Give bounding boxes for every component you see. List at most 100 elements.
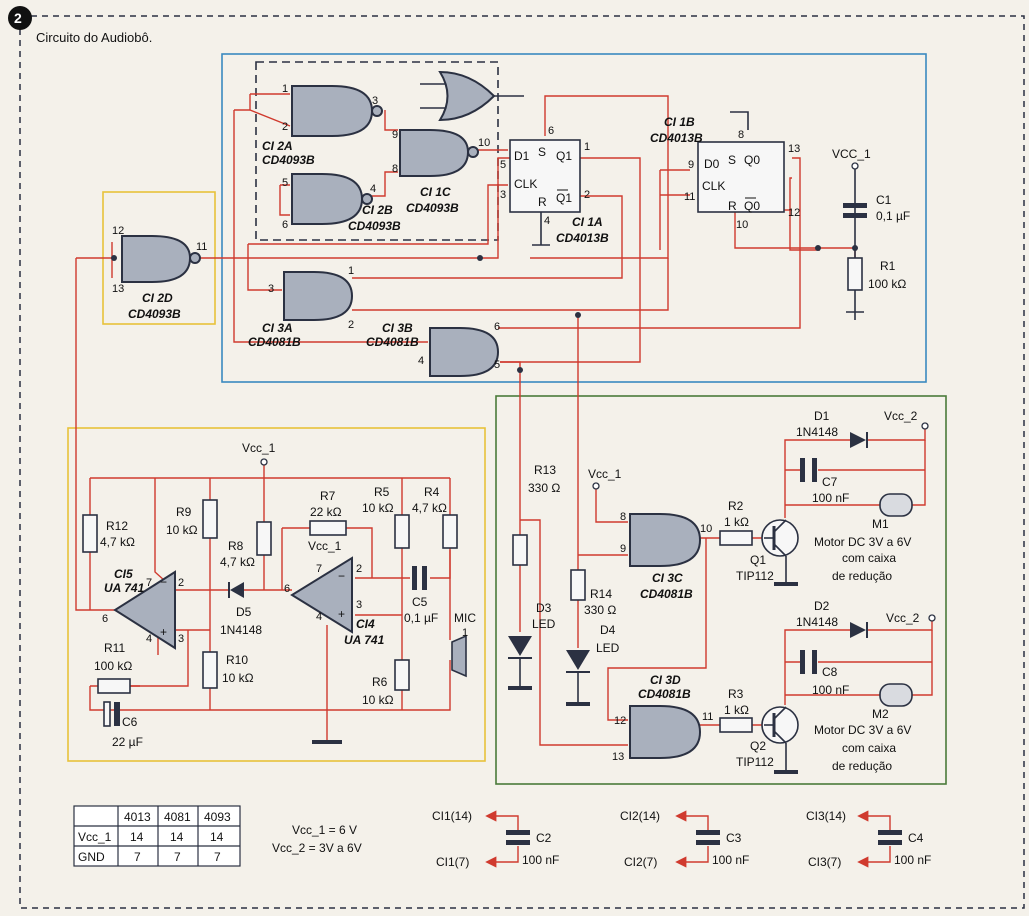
r2-name: R2 — [728, 499, 744, 513]
table-row-gnd: GND — [78, 850, 105, 864]
ci3a-name: CI 3A — [262, 321, 293, 335]
c3-bottom: CI2(7) — [624, 855, 657, 869]
r14-name: R14 — [590, 587, 612, 601]
d3-led — [508, 636, 532, 656]
m1-desc-2: com caixa — [842, 551, 896, 565]
ci2b-pin-4: 4 — [370, 183, 376, 195]
table-row-vcc: Vcc_1 — [78, 830, 112, 844]
vcc1-drv-terminal — [592, 482, 600, 490]
vcc1-drv-label: Vcc_1 — [588, 467, 622, 481]
table-header-4093: 4093 — [204, 810, 231, 824]
ci3b-part: CD4081B — [366, 335, 419, 349]
ci3d-name: CI 3D — [650, 673, 681, 687]
svg-text:−: − — [338, 569, 345, 583]
m2-desc-1: Motor DC 3V a 6V — [814, 723, 911, 737]
gate-ci3c: 8 9 10 CI 3C CD4081B — [620, 511, 712, 601]
r10-name: R10 — [226, 653, 248, 667]
r5-resistor — [394, 514, 410, 549]
ci1c-pin-9: 9 — [392, 129, 398, 141]
ci1b-pin-10: 10 — [736, 219, 748, 231]
ci1b-part: CD4013B — [650, 131, 703, 145]
r6-name: R6 — [372, 675, 388, 689]
r7-name: R7 — [320, 489, 336, 503]
c2-name: C2 — [536, 831, 552, 845]
ci1a-d: D1 — [514, 149, 530, 163]
ci2b-pin-6: 6 — [282, 219, 288, 231]
r10-resistor — [202, 651, 218, 689]
c5-name: C5 — [412, 595, 428, 609]
r4-resistor — [442, 514, 458, 549]
r13-name: R13 — [534, 463, 556, 477]
ci3b-pin-5: 5 — [494, 359, 500, 371]
ci3a-pin-2: 2 — [348, 319, 354, 331]
gate-ci3b: 6 5 4 CI 3B CD4081B — [366, 321, 500, 377]
nand-group-frame — [255, 61, 499, 241]
r3-name: R3 — [728, 687, 744, 701]
d3-type: LED — [532, 617, 556, 631]
r1-value: 100 kΩ — [868, 277, 906, 291]
c5-plate-a — [412, 566, 417, 590]
r11-name: R11 — [104, 641, 125, 655]
decoupling-c3: CI2(14) CI2(7) C3 100 nF — [620, 809, 749, 869]
r4-name: R4 — [424, 485, 440, 499]
ci1a-name: CI 1A — [572, 215, 603, 229]
ci1b-pin-8: 8 — [738, 129, 744, 141]
ci1b-name: CI 1B — [664, 115, 695, 129]
table-header-4081: 4081 — [164, 810, 191, 824]
d2-name: D2 — [814, 599, 830, 613]
c7-name: C7 — [822, 475, 838, 489]
r6-value: 10 kΩ — [362, 693, 394, 707]
driver-wires — [519, 428, 933, 746]
q1-name: Q1 — [750, 553, 766, 567]
transistor-q1: Q1 TIP112 — [736, 519, 799, 586]
c3-top: CI2(14) — [620, 809, 660, 823]
logic-frame — [221, 53, 927, 383]
ci1a-s: S — [538, 145, 546, 159]
c6-plate-a — [103, 701, 111, 727]
ci4-pin-4: 4 — [316, 611, 322, 623]
table-header-4013: 4013 — [124, 810, 151, 824]
r12-name: R12 — [106, 519, 128, 533]
ci2a-pin-2: 2 — [282, 121, 288, 133]
r2-resistor — [719, 530, 753, 546]
table-cell: 7 — [134, 850, 141, 864]
c8-name: C8 — [822, 665, 838, 679]
table-cell: 14 — [130, 830, 144, 844]
note-vcc2: Vcc_2 = 3V a 6V — [272, 841, 362, 855]
c4-value: 100 nF — [894, 853, 931, 867]
ci1a-pin-2: 2 — [584, 189, 590, 201]
ci4-pin-7: 7 — [316, 563, 322, 575]
c2-bottom: CI1(7) — [436, 855, 469, 869]
svg-text:+: + — [338, 607, 345, 621]
r9-resistor — [202, 499, 218, 539]
c2-top: CI1(14) — [432, 809, 472, 823]
ci1b-r: R — [728, 199, 737, 213]
m2-name: M2 — [872, 707, 889, 721]
ci1a-qn: Q1 — [556, 191, 572, 205]
r7-resistor — [309, 520, 347, 536]
c1-name: C1 — [876, 193, 892, 207]
ci1c-pin-10: 10 — [478, 137, 490, 149]
ci1a-part: CD4013B — [556, 231, 609, 245]
ci2d-pin-11: 11 — [196, 241, 207, 253]
r9-value: 10 kΩ — [166, 523, 198, 537]
ci1c-name: CI 1C — [420, 185, 451, 199]
amplifier-frame — [67, 427, 486, 762]
ci1c-part: CD4093B — [406, 201, 459, 215]
ci1b-s: S — [728, 153, 736, 167]
ci5-name: CI5 — [114, 567, 133, 581]
ci5-pin-7: 7 — [146, 577, 152, 589]
table-cell: 14 — [170, 830, 184, 844]
outer-frame — [19, 15, 1025, 909]
ci2a-name: CI 2A — [262, 139, 293, 153]
svg-text:+: + — [160, 625, 167, 639]
ci3c-part: CD4081B — [640, 587, 693, 601]
opamp-ci4: − + 7 2 3 6 4 CI4 UA 741 — [284, 556, 385, 647]
ci4-name: CI4 — [356, 617, 375, 631]
gate-ci2d: 12 13 11 CI 2D CD4093B — [112, 225, 207, 321]
table-cell: 7 — [174, 850, 181, 864]
m1-desc-1: Motor DC 3V a 6V — [814, 535, 911, 549]
r4-value: 4,7 kΩ — [412, 501, 447, 515]
d5-name: D5 — [236, 605, 252, 619]
